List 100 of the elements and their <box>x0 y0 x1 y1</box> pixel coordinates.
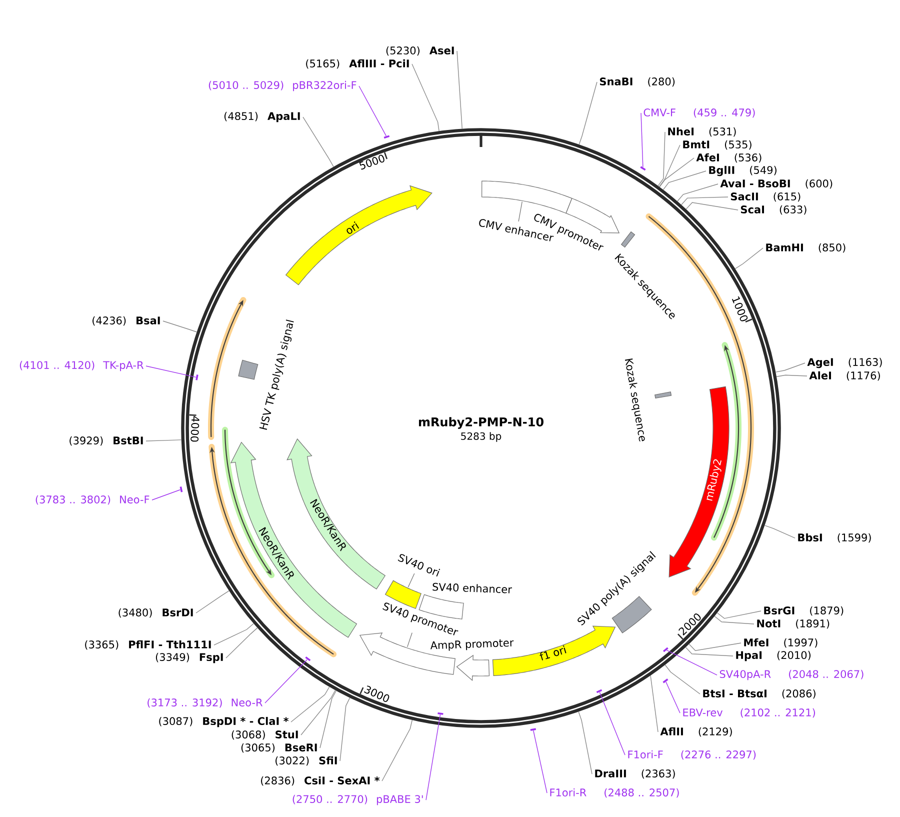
cut-site-label: (2836) CsiI - SexAI * <box>261 776 380 786</box>
cut-site-label: (3065) BseRI <box>241 743 317 753</box>
leader-line <box>578 82 598 145</box>
leader-line <box>358 86 387 136</box>
cut-site-label: (4236) BsaI <box>92 316 160 326</box>
leader-line <box>666 650 718 676</box>
leader-line <box>681 196 728 206</box>
leader-line <box>716 610 762 619</box>
primer-label: SV40pA-R (2048 .. 2067) <box>720 670 864 680</box>
leader-line <box>734 248 764 270</box>
leader-line <box>686 202 738 210</box>
cut-site-label: (3068) StuI <box>232 730 298 740</box>
primer-mark <box>596 689 602 694</box>
cut-site-label: NheI (531) <box>668 127 736 137</box>
cut-site-label: SnaBI (280) <box>600 77 675 87</box>
leader-line <box>666 682 680 714</box>
cut-site-label: AvaI - BsoBI (600) <box>720 179 832 189</box>
cut-site-label: (3087) BspDI * - ClaI * <box>159 716 289 728</box>
leader-line <box>302 116 334 168</box>
leader-line <box>658 132 666 186</box>
primer-label: EBV-rev (2102 .. 2121) <box>683 708 816 718</box>
primer-mark <box>438 712 444 715</box>
primer-label: F1ori-F (2276 .. 2297) <box>628 750 756 760</box>
primer-label: F1ori-R (2488 .. 2507) <box>550 788 679 798</box>
leader-line <box>162 320 198 332</box>
leader-line <box>688 642 742 651</box>
cut-site-label: BglII (549) <box>709 166 776 176</box>
leader-line <box>714 616 754 624</box>
leader-line <box>599 692 626 756</box>
primer-mark <box>530 728 536 731</box>
scale-number: 4000 <box>190 416 200 442</box>
leader-line <box>775 362 806 372</box>
plasmid-length: 5283 bp <box>461 432 502 442</box>
leader-line <box>320 690 337 748</box>
cut-site-label: BtsI - BtsαI (2086) <box>703 689 816 699</box>
leader-line <box>146 366 196 378</box>
leader-line <box>226 628 258 658</box>
primer-mark <box>662 678 668 684</box>
leader-line <box>776 374 808 377</box>
feature-band: HSV TK poly(A) signal <box>238 320 294 430</box>
leader-line <box>764 525 796 538</box>
scale-number: 3000 <box>364 686 390 702</box>
cut-site-label: ScaI (633) <box>740 205 806 215</box>
cut-site-label: BsrGI (1879) <box>764 606 844 616</box>
leader-line <box>426 714 441 800</box>
plasmid-name: mRuby2-PMP-N-10 <box>418 417 544 429</box>
leader-line <box>578 711 592 774</box>
leader-line <box>659 158 694 188</box>
leader-line <box>640 112 644 168</box>
primer-mark <box>196 374 198 380</box>
scale-number: 1000 <box>732 296 748 322</box>
cut-site-label: (3929) BstBI <box>70 436 143 446</box>
leader-line <box>214 623 254 646</box>
leader-line <box>264 659 308 704</box>
leader-line <box>196 590 230 614</box>
scale-number: 5000 <box>359 154 384 170</box>
cut-site-label: AleI (1176) <box>809 371 880 381</box>
cut-site-label: DraIII (2363) <box>595 769 675 779</box>
primer-mark <box>662 647 668 652</box>
primer-label: (5010 .. 5029) pBR322ori-F <box>208 80 356 92</box>
leader-line <box>146 439 182 442</box>
leader-line <box>650 675 658 732</box>
primer-label: (4101 .. 4120) TK-pA-R <box>20 360 144 372</box>
leader-line <box>533 730 548 794</box>
node-label: Kozak sequence <box>624 358 645 442</box>
leader-line <box>664 664 700 694</box>
leader-line <box>412 64 440 132</box>
cut-site-label: (3022) SfiI <box>276 756 337 766</box>
cut-site-label: AgeI (1163) <box>807 358 882 368</box>
cut-site-label: (4851) ApaLI <box>224 112 300 122</box>
cut-site-label: (5230) AseI <box>386 46 454 56</box>
leader-line <box>340 697 350 762</box>
cut-site-label: NotI (1891) <box>757 619 830 629</box>
cut-site-label: BmtI (535) <box>683 140 752 150</box>
cut-site-label: AflII (2129) <box>660 727 732 737</box>
primer-label: (3783 .. 3802) Neo-F <box>36 495 150 505</box>
cut-site-label: BamHI (850) <box>766 243 846 253</box>
primer-label: (2750 .. 2770) pBABE 3' <box>292 794 423 806</box>
leader-line <box>300 690 336 736</box>
leader-line <box>677 184 718 202</box>
cut-site-label: (3365) PflFI - Tth111I <box>85 640 211 650</box>
node-label: HSV TK poly(A) signal <box>259 320 294 430</box>
leader-line <box>382 720 413 782</box>
cut-site-label: MfeI (1997) <box>744 638 818 648</box>
cut-site-label: (3349) FspI <box>156 652 223 664</box>
cut-site-label: AfeI (536) <box>696 153 762 163</box>
cut-site-label: (3480) BsrDI <box>118 608 193 618</box>
cut-site-label: BbsI (1599) <box>798 533 871 543</box>
cut-site-label: SacII (615) <box>730 192 800 202</box>
cut-site-label: (5165) AflIII - PciI <box>306 59 409 69</box>
leader-line <box>662 170 706 190</box>
leader-line <box>685 646 734 656</box>
leader-line <box>658 144 680 188</box>
feature-label: SV40 enhancer <box>432 582 512 594</box>
cut-site-label: HpaI (2010) <box>736 650 810 662</box>
primer-mark <box>305 656 311 662</box>
primer-label: (3173 .. 3192) Neo-R <box>148 698 262 708</box>
primer-mark <box>384 135 390 139</box>
primer-label: CMV-F (459 .. 479) <box>644 108 755 118</box>
leader-line <box>456 50 462 129</box>
